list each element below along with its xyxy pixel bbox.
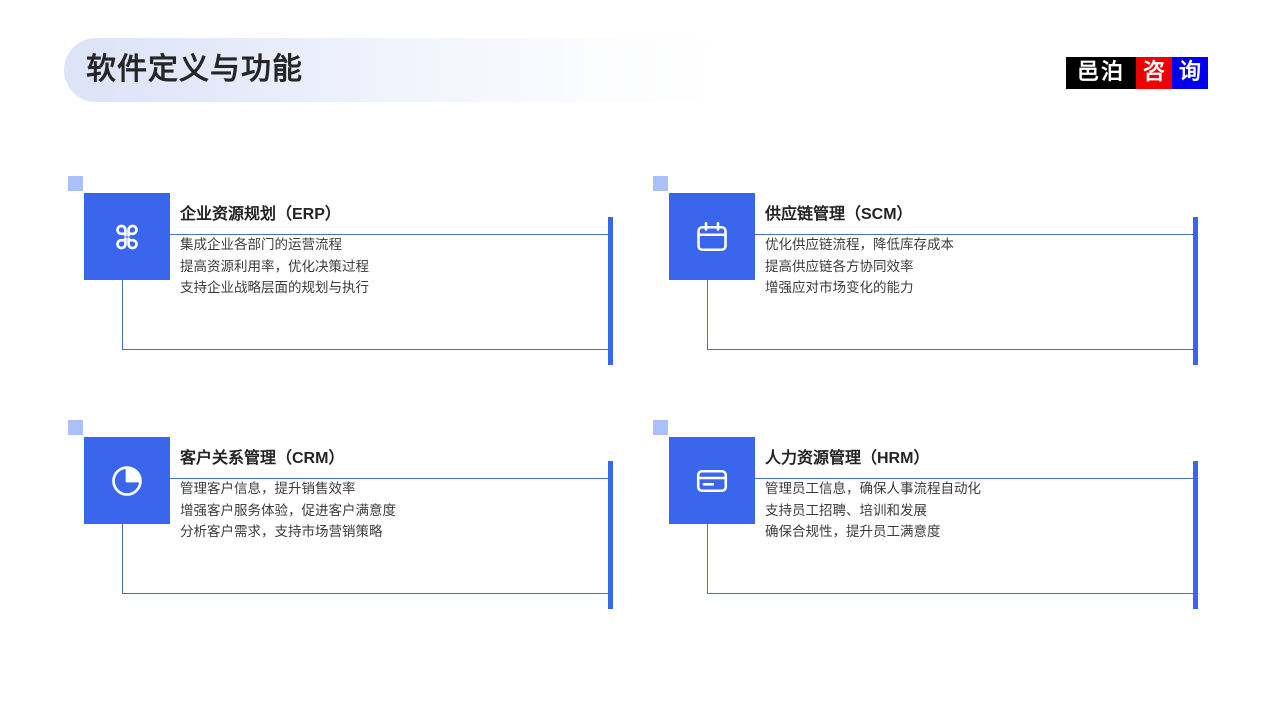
logo-segment-1: 邑泊: [1066, 57, 1136, 89]
page-title: 软件定义与功能: [86, 53, 303, 86]
card-line: 优化供应链流程，降低库存成本: [765, 237, 954, 252]
card-accent-bar: [1193, 461, 1198, 609]
card-icon-box[interactable]: [84, 437, 170, 524]
logo-segment-2: 咨: [1136, 57, 1172, 89]
card-line: 管理员工信息，确保人事流程自动化: [765, 481, 981, 496]
card-accent-bar: [608, 461, 613, 609]
card-line: 分析客户需求，支持市场营销策略: [180, 524, 383, 539]
decor-square-marker: [653, 420, 668, 435]
card-accent-bar: [608, 217, 613, 365]
card-title: 人力资源管理（HRM）: [765, 450, 930, 467]
card-line: 支持企业战略层面的规划与执行: [180, 280, 369, 295]
card-text-block: 客户关系管理（CRM） 管理客户信息，提升销售效率 增强客户服务体验，促进客户满…: [180, 448, 610, 543]
card-title: 企业资源规划（ERP）: [180, 206, 341, 223]
card-bullet-list: 管理员工信息，确保人事流程自动化 支持员工招聘、培训和发展 确保合规性，提升员工…: [765, 478, 1195, 543]
card-accent-bar: [1193, 217, 1198, 365]
card-hrm[interactable]: 人力资源管理（HRM） 管理员工信息，确保人事流程自动化 支持员工招聘、培训和发…: [653, 420, 1198, 615]
card-text-block: 供应链管理（SCM） 优化供应链流程，降低库存成本 提高供应链各方协同效率 增强…: [765, 204, 1195, 299]
card-crm[interactable]: 客户关系管理（CRM） 管理客户信息，提升销售效率 增强客户服务体验，促进客户满…: [68, 420, 613, 615]
decor-square-marker: [68, 176, 83, 191]
card-icon-box[interactable]: [669, 437, 755, 524]
card-text-block: 企业资源规划（ERP） 集成企业各部门的运营流程 提高资源利用率，优化决策过程 …: [180, 204, 610, 299]
card-scm[interactable]: 供应链管理（SCM） 优化供应链流程，降低库存成本 提高供应链各方协同效率 增强…: [653, 176, 1198, 371]
four-petal-icon: [108, 218, 146, 256]
card-line: 增强客户服务体验，促进客户满意度: [180, 502, 396, 518]
credit-card-icon: [694, 463, 730, 499]
card-icon-box[interactable]: [84, 193, 170, 280]
card-bullet-list: 管理客户信息，提升销售效率 增强客户服务体验，促进客户满意度 分析客户需求，支持…: [180, 478, 610, 543]
card-frame: [707, 478, 1194, 594]
card-title: 客户关系管理（CRM）: [180, 450, 345, 467]
decor-square-marker: [68, 420, 83, 435]
card-text-block: 人力资源管理（HRM） 管理员工信息，确保人事流程自动化 支持员工招聘、培训和发…: [765, 448, 1195, 543]
card-frame: [707, 234, 1194, 350]
card-line: 支持员工招聘、培训和发展: [765, 502, 927, 518]
card-frame: [122, 478, 609, 594]
logo-segment-3: 询: [1172, 57, 1208, 89]
card-line: 确保合规性，提升员工满意度: [765, 524, 941, 539]
card-erp[interactable]: 企业资源规划（ERP） 集成企业各部门的运营流程 提高资源利用率，优化决策过程 …: [68, 176, 613, 371]
card-line: 管理客户信息，提升销售效率: [180, 481, 356, 496]
card-line: 增强应对市场变化的能力: [765, 280, 914, 295]
brand-logo: 邑泊 咨 询: [1066, 57, 1208, 89]
title-banner: [64, 38, 726, 102]
calendar-icon: [694, 219, 730, 255]
card-line: 集成企业各部门的运营流程: [180, 237, 342, 252]
card-bullet-list: 集成企业各部门的运营流程 提高资源利用率，优化决策过程 支持企业战略层面的规划与…: [180, 234, 610, 299]
card-icon-box[interactable]: [669, 193, 755, 280]
card-line: 提高供应链各方协同效率: [765, 258, 914, 274]
card-frame: [122, 234, 609, 350]
card-bullet-list: 优化供应链流程，降低库存成本 提高供应链各方协同效率 增强应对市场变化的能力: [765, 234, 1195, 299]
card-title: 供应链管理（SCM）: [765, 206, 913, 223]
pie-chart-icon: [108, 462, 146, 500]
card-line: 提高资源利用率，优化决策过程: [180, 258, 369, 274]
decor-square-marker: [653, 176, 668, 191]
